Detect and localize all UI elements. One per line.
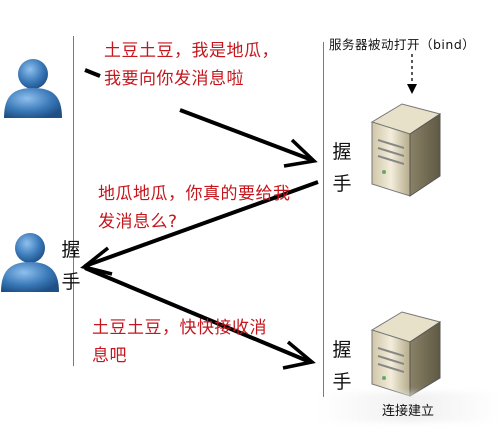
handshake-label-two: 握 手 [61, 239, 81, 293]
message-second: 地瓜地瓜，你真的要给我 发消息么? [98, 184, 291, 232]
message-first: 土豆土豆，我是地瓜， 我要向你发消息啦 [104, 41, 279, 89]
arrow-syn-ack-head [80, 246, 113, 276]
arrow-syn-head [283, 138, 318, 168]
arrow-ack-head [282, 340, 316, 370]
connection-established-label: 连接建立 [382, 404, 435, 419]
server-bind-label: 服务器被动打开（bind） [329, 37, 476, 52]
arrow-syn-main [179, 108, 313, 162]
blur-band [320, 392, 500, 422]
arrow-syn-ack [84, 180, 319, 268]
handshake-label-one: 握 手 [332, 141, 352, 195]
handshake-label-three: 握 手 [332, 339, 352, 393]
message-third: 土豆土豆，快快接收消 息吧 [92, 318, 267, 366]
server-timeline [323, 42, 324, 397]
client-timeline [73, 36, 74, 366]
arrow-syn [84, 68, 101, 78]
arrow-ack [84, 266, 311, 364]
